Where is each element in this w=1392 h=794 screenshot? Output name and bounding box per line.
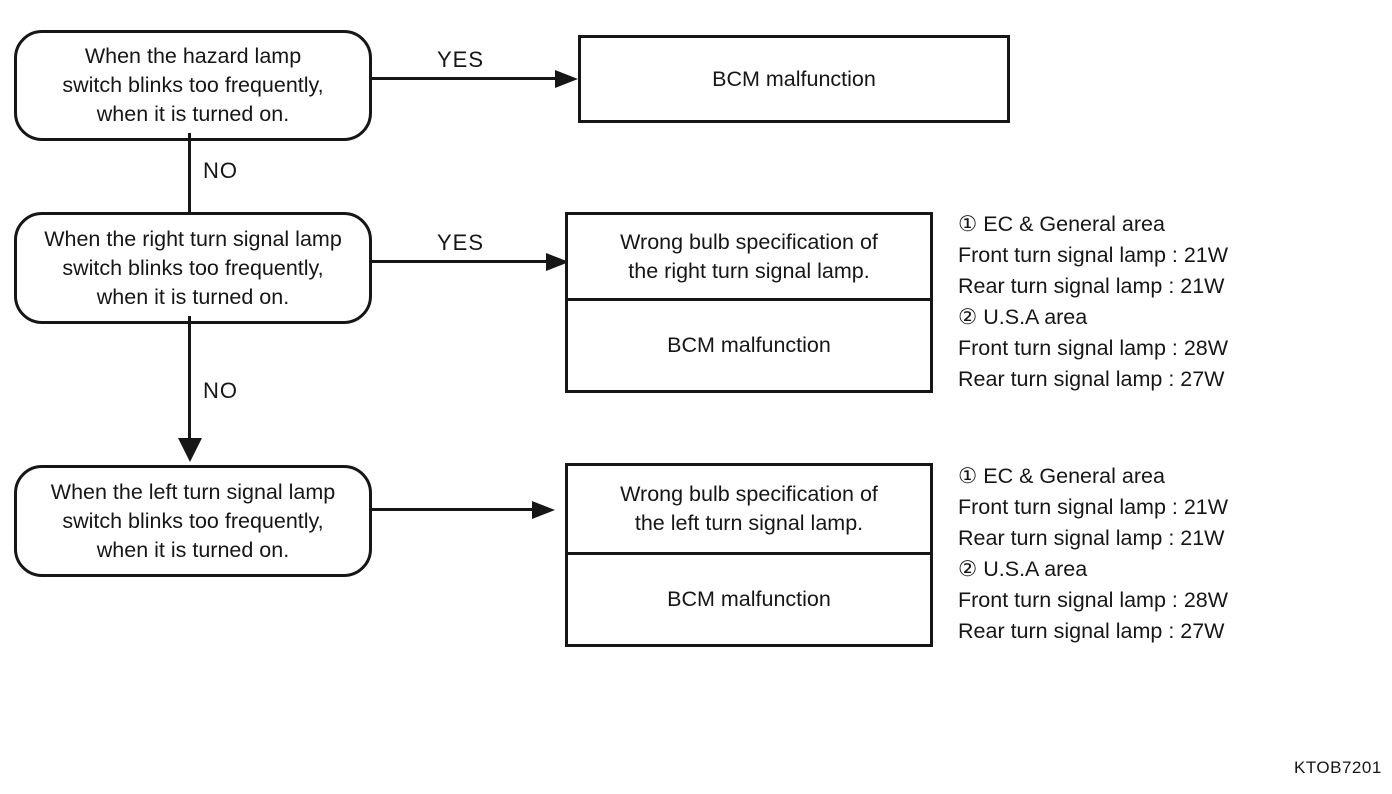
note-line: Front turn signal lamp : 21W [958, 495, 1229, 519]
note-line: ① EC & General area [958, 464, 1165, 488]
result-box-bcm-row2: BCM malfunction [568, 298, 930, 390]
condition-text-line: When the right turn signal lamp [44, 226, 342, 251]
bulb-spec-notes-row2: ① EC & General area Front turn signal la… [958, 209, 1228, 395]
note-line: Rear turn signal lamp : 27W [958, 619, 1225, 643]
note-line: ② U.S.A area [958, 557, 1088, 581]
note-line: Front turn signal lamp : 28W [958, 336, 1229, 360]
result-text: BCM malfunction [712, 66, 876, 91]
condition-text-line: When the hazard lamp [84, 44, 302, 68]
no-connector-line-row1 [188, 133, 191, 213]
arrow-right-icon [546, 253, 569, 271]
condition-text-line: when it is turned on. [96, 284, 290, 309]
condition-text-line: switch blinks too frequently, [62, 255, 324, 280]
condition-text-line: switch blinks too frequently, [62, 508, 324, 533]
result-text: BCM malfunction [667, 333, 831, 357]
yes-arrow-line-row1 [369, 77, 557, 80]
result-text-line: Wrong bulb specification of [620, 229, 878, 254]
condition-text-line: when it is turned on. [96, 102, 290, 126]
result-text-line: Wrong bulb specification of [620, 482, 878, 506]
yes-label-row1: YES [437, 47, 485, 72]
note-line: Rear turn signal lamp : 21W [958, 526, 1225, 550]
note-line: Rear turn signal lamp : 21W [958, 274, 1225, 298]
note-line: Rear turn signal lamp : 27W [958, 367, 1225, 391]
result-stack-row2: Wrong bulb specification of the right tu… [565, 212, 933, 393]
note-line: ② U.S.A area [958, 305, 1088, 329]
arrow-right-icon [532, 501, 555, 519]
condition-text-line: When the left turn signal lamp [50, 479, 336, 504]
condition-node-right-turn-lamp: When the right turn signal lamp switch b… [14, 212, 372, 324]
arrow-right-icon [555, 70, 578, 88]
bulb-spec-notes-row3: ① EC & General area Front turn signal la… [958, 461, 1228, 647]
result-text-line: the right turn signal lamp. [628, 258, 870, 283]
figure-code: KTOB7201 [1294, 758, 1382, 777]
note-line: Front turn signal lamp : 21W [958, 243, 1229, 267]
arrow-line-row3 [369, 508, 534, 511]
condition-text-line: switch blinks too frequently, [62, 73, 324, 97]
condition-node-hazard-lamp: When the hazard lamp switch blinks too f… [14, 30, 372, 141]
result-stack-row3: Wrong bulb specification of the left tur… [565, 463, 933, 647]
no-label-row2: NO [203, 378, 238, 403]
result-box-bcm-row1: BCM malfunction [578, 35, 1010, 123]
note-line: Front turn signal lamp : 28W [958, 588, 1229, 612]
condition-node-left-turn-lamp: When the left turn signal lamp switch bl… [14, 465, 372, 577]
result-box-wrong-bulb-right: Wrong bulb specification of the right tu… [568, 215, 930, 298]
result-text: BCM malfunction [667, 587, 831, 611]
result-box-bcm-row3: BCM malfunction [568, 552, 930, 644]
yes-label-row2: YES [437, 230, 485, 255]
arrow-down-icon [178, 438, 202, 462]
yes-arrow-line-row2 [369, 260, 549, 263]
no-label-row1: NO [203, 158, 238, 183]
result-text-line: the left turn signal lamp. [634, 511, 864, 535]
note-line: ① EC & General area [958, 212, 1165, 236]
condition-text-line: when it is turned on. [96, 537, 290, 562]
result-box-wrong-bulb-left: Wrong bulb specification of the left tur… [568, 466, 930, 552]
no-connector-line-row2 [188, 316, 191, 440]
